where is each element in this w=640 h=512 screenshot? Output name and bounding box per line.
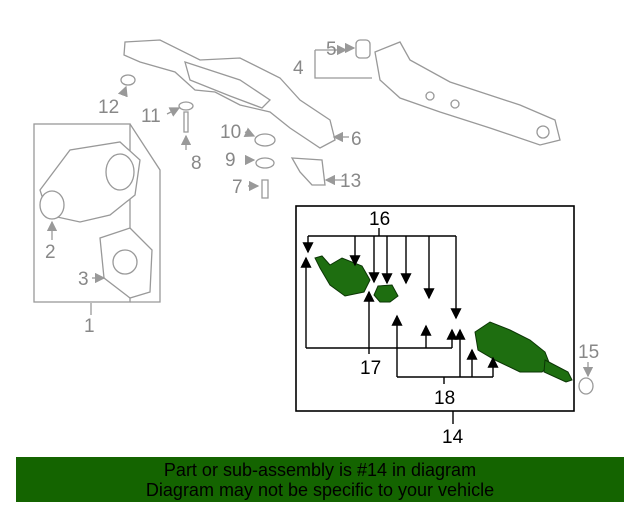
o-ring-9 bbox=[255, 157, 275, 169]
banner-line-2: Diagram may not be specific to your vehi… bbox=[145, 480, 495, 500]
info-banner: Part or sub-assembly is #14 in diagram D… bbox=[16, 457, 624, 502]
callout-4: 4 bbox=[293, 58, 304, 79]
differential-group-box bbox=[33, 123, 131, 303]
callout-9: 9 bbox=[225, 150, 236, 171]
callout-8: 8 bbox=[191, 153, 202, 174]
callout-16: 16 bbox=[369, 209, 390, 230]
bolt-7 bbox=[261, 179, 269, 199]
callout-3: 3 bbox=[78, 269, 89, 290]
callout-6: 6 bbox=[351, 129, 362, 150]
callout-10: 10 bbox=[220, 122, 241, 143]
rear-support-bracket bbox=[355, 39, 561, 146]
rear-crossmember bbox=[123, 39, 336, 149]
bracket-13 bbox=[290, 157, 326, 186]
clip-15 bbox=[578, 377, 594, 395]
callout-11: 11 bbox=[141, 106, 161, 127]
bolt-8 bbox=[183, 111, 189, 133]
differential-cover-gasket bbox=[99, 227, 153, 299]
callout-1: 1 bbox=[84, 316, 95, 337]
callout-18: 18 bbox=[434, 388, 455, 409]
differential-carrier bbox=[39, 141, 141, 223]
callout-12: 12 bbox=[98, 97, 119, 118]
callout-2: 2 bbox=[45, 242, 56, 263]
callout-5: 5 bbox=[326, 39, 337, 60]
bushing-12 bbox=[120, 74, 136, 86]
callout-15: 15 bbox=[578, 342, 599, 363]
callout-7: 7 bbox=[232, 177, 243, 198]
callout-13: 13 bbox=[340, 171, 361, 192]
bushing-10 bbox=[254, 133, 276, 147]
banner-line-1: Part or sub-assembly is #14 in diagram bbox=[163, 460, 477, 480]
axle-assembly-box bbox=[295, 205, 575, 412]
callout-17: 17 bbox=[360, 358, 381, 379]
callout-14: 14 bbox=[442, 427, 464, 448]
washer-11 bbox=[178, 101, 194, 111]
